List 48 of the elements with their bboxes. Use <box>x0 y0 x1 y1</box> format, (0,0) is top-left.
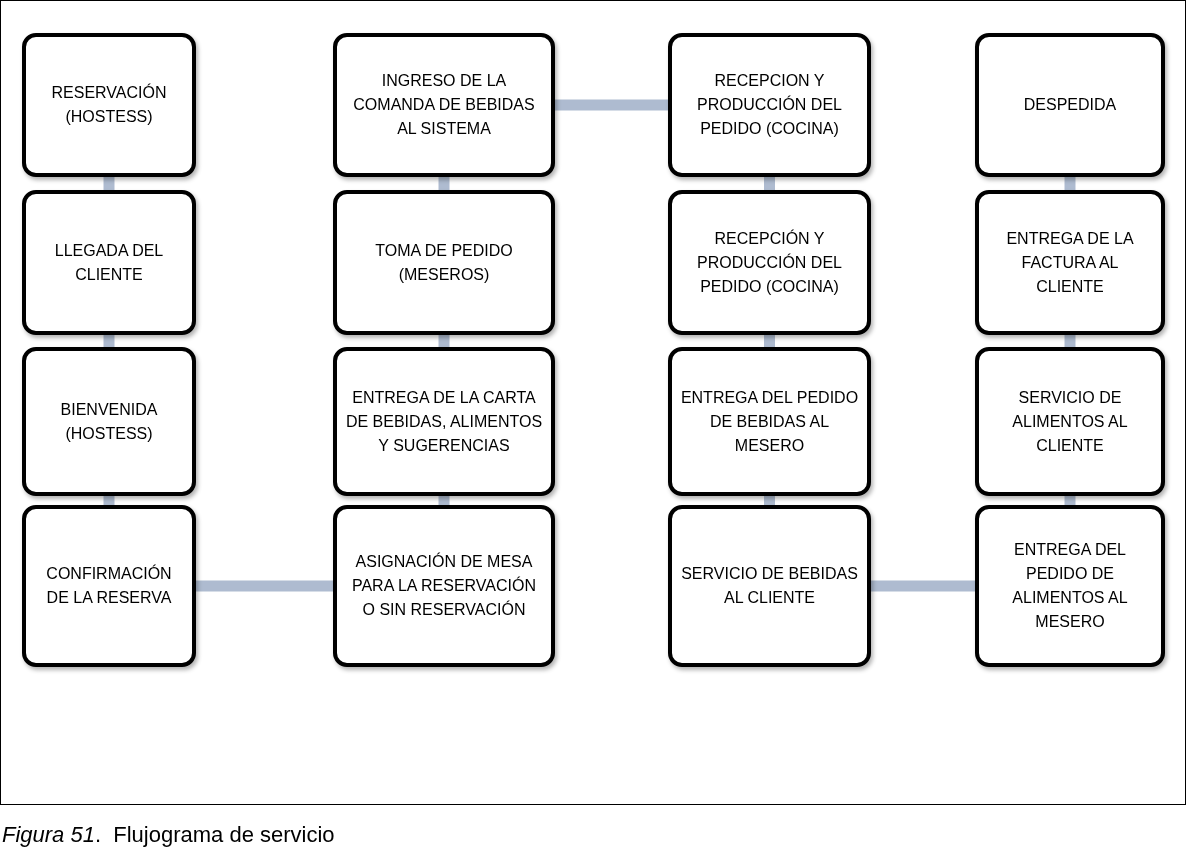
connector-pipe <box>871 580 975 592</box>
process-box <box>975 505 1165 667</box>
process-box <box>333 347 555 496</box>
process-box <box>668 347 871 496</box>
connector-pipe <box>1064 177 1076 190</box>
connector-pipe <box>196 580 333 592</box>
process-box <box>668 33 871 177</box>
process-box <box>22 505 196 667</box>
step-text: RESERVACIÓN (HOSTESS) <box>50 82 168 127</box>
process-box <box>333 33 555 177</box>
connector-pipe <box>103 177 115 190</box>
process-box <box>22 190 196 335</box>
step-text: CONFIRMACIÓN DE LA RESERVA <box>45 563 173 608</box>
figure-caption: Figura 51. Flujograma de servicio <box>2 821 335 849</box>
connector-pipe <box>438 177 450 190</box>
process-box <box>975 347 1165 496</box>
step-text: ASIGNACIÓN DE MESA PARA LA RESERVACIÓN O SIN RESERVACIÓN <box>350 551 538 620</box>
process-box <box>668 190 871 335</box>
connector-pipe <box>764 177 775 190</box>
step-text: SERVICIO DE ALIMENTOS AL CLIENTE <box>1011 387 1129 456</box>
step-text: RECEPCIÓN Y PRODUCCIÓN DEL PEDIDO (COCINA) <box>696 228 843 297</box>
step-text: BIENVENIDA (HOSTESS) <box>59 399 159 444</box>
connector-pipe <box>103 496 115 505</box>
step-text: ENTREGA DEL PEDIDO DE BEBIDAS AL MESERO <box>680 387 859 456</box>
connector-pipe <box>1064 496 1076 505</box>
connector-pipe <box>438 496 450 505</box>
step-text: INGRESO DE LA COMANDA DE BEBIDAS AL SISTEMA <box>352 71 536 139</box>
connector-pipe <box>438 335 450 347</box>
process-box <box>975 190 1165 335</box>
process-box <box>668 505 871 667</box>
process-box <box>333 190 555 335</box>
step-text: ENTREGA DE LA FACTURA AL CLIENTE <box>1005 228 1135 297</box>
connector-pipe <box>764 496 775 505</box>
step-text: ENTREGA DE LA CARTA DE BEBIDAS, ALIMENTOS Y SUGERENCIAS <box>345 387 543 456</box>
connector-pipe <box>555 99 668 111</box>
step-text: SERVICIO DE BEBIDAS AL CLIENTE <box>680 564 859 608</box>
step-text: LLEGADA DEL CLIENTE <box>53 240 165 285</box>
step-text: DESPEDIDA <box>1023 95 1117 115</box>
process-box <box>22 347 196 496</box>
process-box <box>975 33 1165 177</box>
process-box <box>22 33 196 177</box>
process-box <box>333 505 555 667</box>
step-text: RECEPCION Y PRODUCCIÓN DEL PEDIDO (COCINA) <box>696 71 843 139</box>
step-text: ENTREGA DEL PEDIDO DE ALIMENTOS AL MESERO <box>1011 540 1129 632</box>
connector-pipe <box>103 335 115 347</box>
connector-pipe <box>764 335 775 347</box>
step-text: TOMA DE PEDIDO (MESEROS) <box>374 240 514 285</box>
connector-pipe <box>1064 335 1076 347</box>
